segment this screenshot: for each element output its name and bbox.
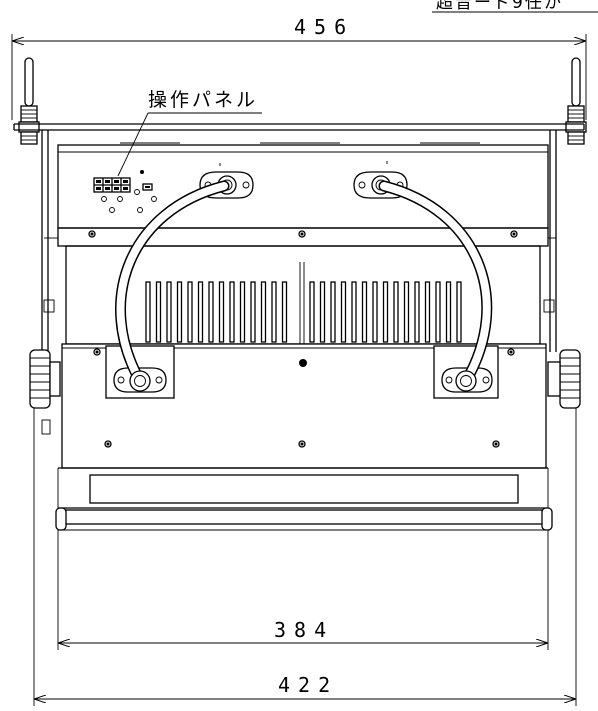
light-body bbox=[44, 142, 556, 345]
heatsink-fin bbox=[351, 281, 357, 343]
control-panel-label: 操作パネル bbox=[148, 89, 258, 111]
heatsink-fin bbox=[208, 281, 214, 343]
heatsink-fin bbox=[250, 281, 256, 343]
lens-window bbox=[55, 474, 553, 531]
heatsink-fin bbox=[414, 281, 420, 343]
heatsink-fin bbox=[260, 281, 267, 343]
side-knob-right bbox=[547, 349, 581, 409]
heatsink-fin bbox=[197, 281, 204, 343]
heatsink-fin bbox=[361, 281, 368, 343]
heatsink-fin bbox=[372, 281, 378, 343]
heatsink-fins bbox=[145, 281, 462, 343]
heatsink-fin bbox=[382, 281, 389, 343]
dimension-422-text: 422 bbox=[278, 673, 338, 697]
handle-right bbox=[378, 180, 493, 392]
heatsink-fin bbox=[155, 281, 162, 343]
heatsink-fin bbox=[309, 281, 315, 343]
heatsink-fin bbox=[281, 281, 288, 343]
dimension-384-text: 384 bbox=[274, 618, 334, 642]
heatsink-fin bbox=[229, 281, 235, 343]
heatsink-fin bbox=[330, 281, 336, 343]
dimension-384: 384 bbox=[57, 530, 549, 650]
dimension-422: 422 bbox=[33, 408, 577, 706]
heatsink-fin bbox=[435, 281, 441, 343]
heatsink-fin bbox=[145, 281, 151, 343]
heatsink-fin bbox=[218, 281, 225, 343]
heatsink-fin bbox=[393, 281, 399, 343]
heatsink-fin bbox=[424, 281, 431, 343]
heatsink-fin bbox=[319, 281, 326, 343]
dimension-456: 456 bbox=[11, 15, 587, 120]
heatsink-fin bbox=[403, 281, 410, 343]
dimension-456-text: 456 bbox=[294, 15, 354, 39]
mounting-bracket bbox=[13, 123, 585, 352]
heatsink-fin bbox=[340, 281, 347, 343]
heatsink-fin bbox=[445, 281, 452, 343]
left-mount-bolt bbox=[18, 57, 40, 145]
control-panel-callout: 操作パネル bbox=[117, 89, 262, 177]
right-mount-bolt bbox=[565, 57, 587, 145]
corner-note: 超音ード9任か bbox=[432, 0, 598, 13]
heatsink-fin bbox=[271, 281, 277, 343]
heatsink-fin bbox=[239, 281, 246, 343]
corner-note-text: 超音ード9任か bbox=[436, 0, 563, 13]
handle-left bbox=[115, 180, 230, 392]
side-knob-left bbox=[29, 349, 61, 435]
heatsink-fin bbox=[187, 281, 193, 343]
heatsink-fin bbox=[166, 281, 172, 343]
heatsink-fin bbox=[456, 281, 462, 343]
control-panel bbox=[93, 170, 157, 213]
heatsink-fin bbox=[176, 281, 183, 343]
